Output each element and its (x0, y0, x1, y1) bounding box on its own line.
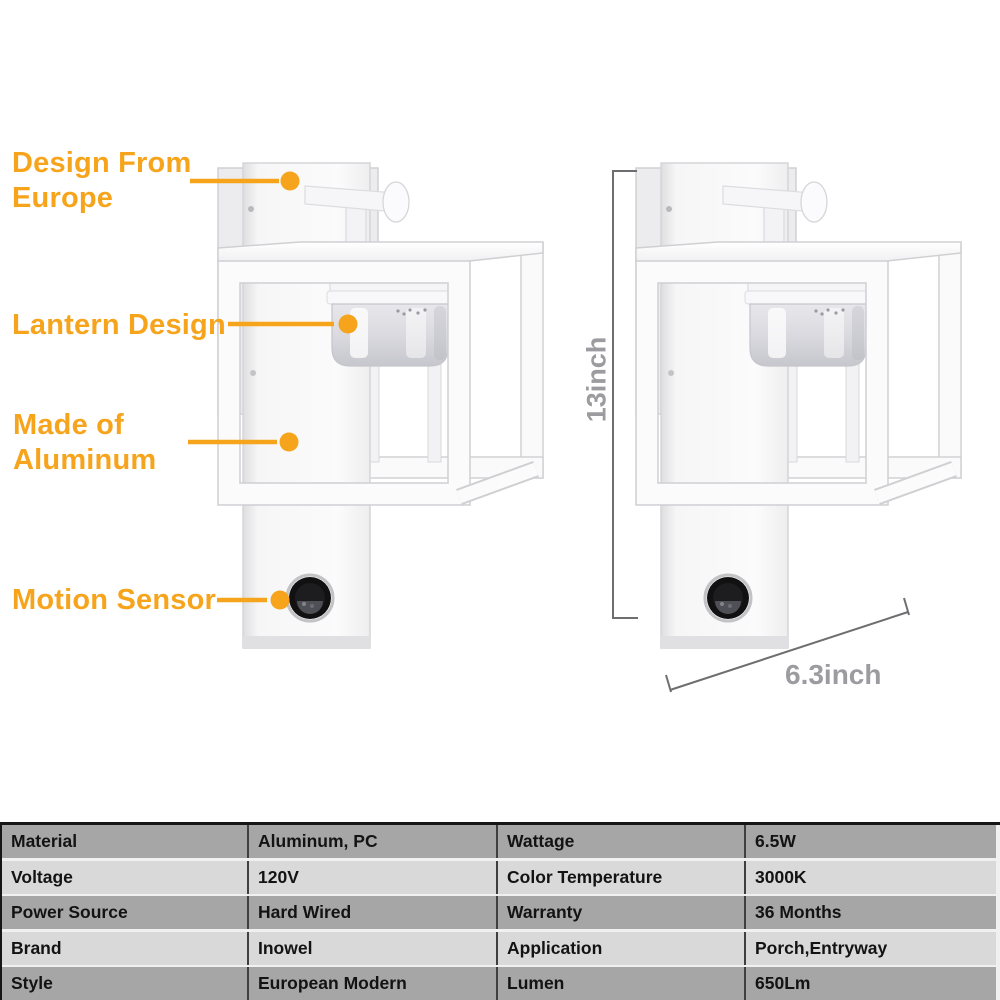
spec-label: Style (2, 967, 249, 1000)
spec-label: Material (2, 825, 249, 858)
spec-value: 3000K (746, 860, 996, 894)
spec-value: 6.5W (746, 825, 996, 858)
spec-label: Warranty (498, 896, 746, 929)
table-row: Voltage 120V Color Temperature 3000K (2, 860, 1000, 894)
callout-made-of-aluminum: Made of Aluminum (13, 408, 156, 478)
table-row: Power Source Hard Wired Warranty 36 Mont… (2, 896, 1000, 929)
callout-line: Aluminum (13, 444, 157, 476)
callout-design-from-europe: Design From Europe (12, 146, 191, 216)
height-dimension-label: 13inch (581, 336, 612, 423)
spec-label: Application (498, 931, 746, 965)
spec-value: European Modern (249, 967, 498, 1000)
spec-label: Wattage (498, 825, 746, 858)
callout-dot (270, 590, 290, 610)
table-row: Brand Inowel Application Porch,Entryway (2, 931, 1000, 965)
callout-dots (270, 171, 358, 610)
spec-value: 120V (249, 860, 498, 894)
spec-value: 36 Months (746, 896, 996, 929)
callout-lantern-design: Lantern Design (12, 308, 226, 343)
callout-line: Design From (12, 147, 192, 179)
height-dimension-line (612, 170, 638, 619)
callout-dot (279, 432, 299, 452)
spec-table: Material Aluminum, PC Wattage 6.5W Volta… (0, 822, 1000, 1000)
sconce-right (636, 163, 961, 648)
spec-label: Lumen (498, 967, 746, 1000)
spec-value: 650Lm (746, 967, 996, 1000)
callout-dot (280, 171, 300, 191)
callout-line: Motion Sensor (12, 584, 216, 616)
width-dimension-line (665, 597, 910, 693)
table-row: Style European Modern Lumen 650Lm (2, 967, 1000, 1000)
callout-line: Lantern Design (12, 309, 226, 341)
spec-value: Porch,Entryway (746, 931, 996, 965)
spec-value: Hard Wired (249, 896, 498, 929)
width-dimension-label: 6.3inch (785, 659, 882, 690)
spec-label: Brand (2, 931, 249, 965)
callout-leaders (188, 178, 334, 603)
spec-value: Inowel (249, 931, 498, 965)
table-row: Material Aluminum, PC Wattage 6.5W (2, 825, 1000, 858)
callout-line: Europe (12, 182, 114, 214)
sconce-left (218, 163, 543, 648)
spec-label: Power Source (2, 896, 249, 929)
spec-label: Color Temperature (498, 860, 746, 894)
callout-dot (338, 314, 358, 334)
callout-line: Made of (13, 409, 124, 441)
spec-value: Aluminum, PC (249, 825, 498, 858)
callout-motion-sensor: Motion Sensor (12, 583, 216, 618)
spec-label: Voltage (2, 860, 249, 894)
